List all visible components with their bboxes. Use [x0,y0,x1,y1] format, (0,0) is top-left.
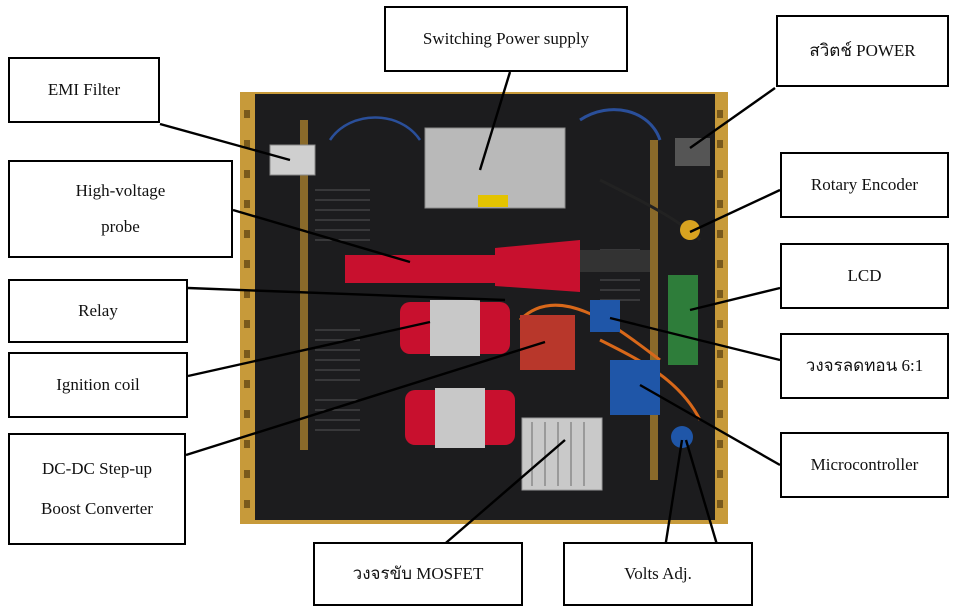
leader-divider [609,316,781,362]
divider-board [590,300,620,332]
label-dcdc-converter-text: DC-DC Step-up Boost Converter [41,456,153,523]
label-volts-adj-text: Volts Adj. [624,563,692,583]
label-relay: Relay [8,279,188,343]
label-step-down-circuit-text: วงจรลดทอน 6:1 [805,355,924,375]
label-ignition-coil-text: Ignition coil [56,374,140,394]
leader-microcontroller [639,383,781,467]
label-step-down-circuit: วงจรลดทอน 6:1 [780,333,949,399]
power-supply-unit [424,127,566,209]
label-switching-power-supply: Switching Power supply [384,6,628,72]
leader-mosfet [439,439,566,549]
label-microcontroller-text: Microcontroller [810,454,919,474]
leader-boost-converter [185,340,546,457]
leader-hv-probe [232,208,411,264]
leader-power-switch [689,87,776,149]
boost-converter-board [520,315,575,370]
rotary-encoder-knob [680,220,700,240]
label-mosfet-driver: วงจรขับ MOSFET [313,542,523,606]
leader-power-supply [478,71,512,171]
mosfet-heatsink [521,417,603,491]
label-dcdc-line1: DC-DC Step-up [41,458,153,478]
label-power-switch-text: สวิตช์ POWER [809,40,916,60]
label-dcdc-line2: Boost Converter [41,499,153,518]
label-hv-probe-text: High-voltage probe [76,178,166,241]
leader-relay [187,286,506,302]
label-emi-filter: EMI Filter [8,57,160,123]
leader-volts-adj-2 [684,439,720,549]
label-rotary-encoder: Rotary Encoder [780,152,949,218]
label-switching-power-supply-text: Switching Power supply [422,28,590,48]
label-rotary-encoder-text: Rotary Encoder [810,174,919,194]
label-dcdc-converter: DC-DC Step-up Boost Converter [8,433,186,545]
label-hv-probe-line1: High-voltage [75,180,166,200]
label-power-switch: สวิตช์ POWER [776,15,949,87]
power-switch-unit [675,138,710,166]
hv-probe-unit [345,255,495,283]
leader-rotary-encoder [689,188,781,234]
emi-filter-unit [269,144,316,176]
label-emi-filter-text: EMI Filter [47,79,121,99]
label-lcd-text: LCD [847,265,882,285]
label-mosfet-driver-text: วงจรขับ MOSFET [352,563,484,583]
microcontroller-board [610,360,660,415]
leader-lcd [689,286,781,312]
label-lcd: LCD [780,243,949,309]
label-hv-probe: High-voltage probe [8,160,233,258]
leader-emi-filter [159,122,291,162]
lcd-unit [668,275,698,365]
label-microcontroller: Microcontroller [780,432,949,498]
label-ignition-coil: Ignition coil [8,352,188,418]
label-relay-text: Relay [78,300,118,320]
leader-ignition-coil [187,320,431,378]
label-hv-probe-line2: probe [101,217,140,236]
leader-volts-adj-1 [663,439,684,549]
label-volts-adj: Volts Adj. [563,542,753,606]
